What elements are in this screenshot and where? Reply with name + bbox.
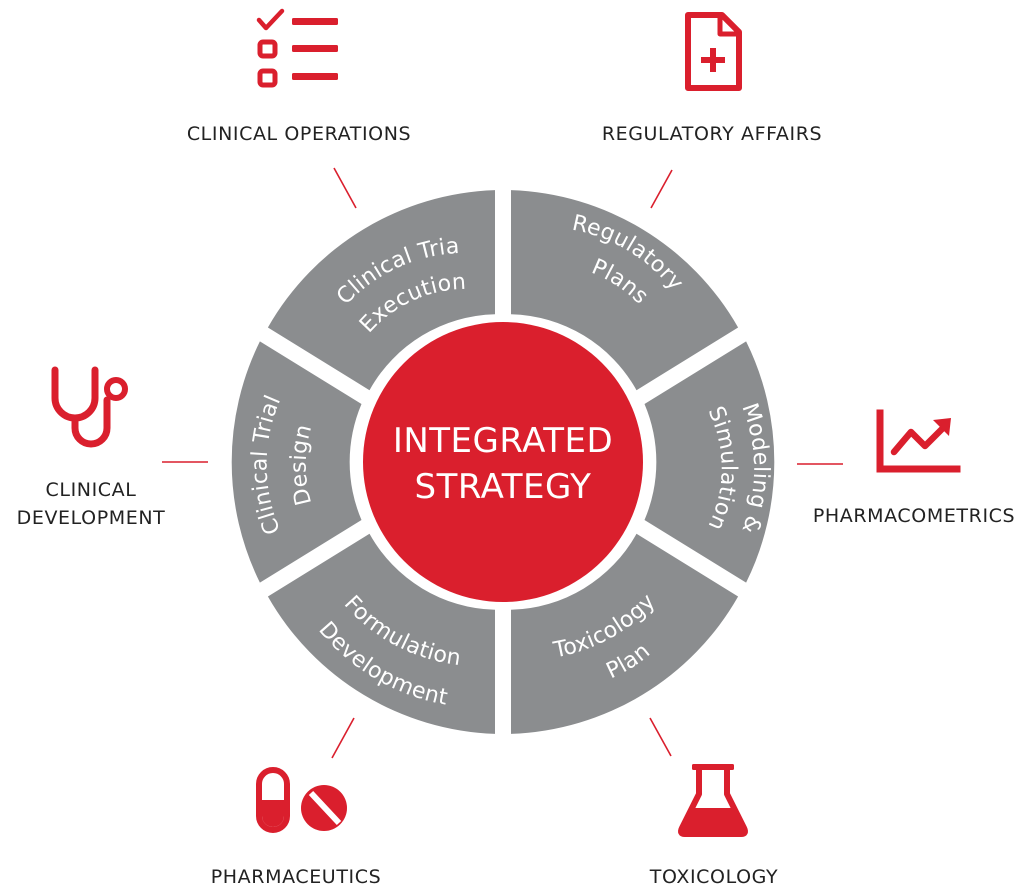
label-clinical-development-line2: DEVELOPMENT: [17, 507, 166, 529]
label-toxicology: TOXICOLOGY: [649, 866, 778, 887]
connector-regulatory-affairs: [650, 169, 673, 209]
center-hub[interactable]: [363, 322, 643, 602]
connector-toxicology: [649, 717, 672, 757]
pills-icon: [256, 767, 347, 833]
center-title-line2: STRATEGY: [415, 467, 592, 507]
label-clinical-operations: CLINICAL OPERATIONS: [187, 123, 411, 145]
label-pharmacometrics: PHARMACOMETRICS: [813, 505, 1015, 527]
segment-clinical-trial-design[interactable]: [231, 341, 362, 583]
segment-regulatory-plans[interactable]: [511, 190, 739, 391]
checklist-icon: [256, 8, 338, 88]
flask-icon: [678, 764, 748, 837]
label-regulatory-affairs: REGULATORY AFFAIRS: [602, 123, 822, 145]
stethoscope-icon: [51, 366, 128, 448]
trend-chart-icon: [876, 409, 961, 473]
segment-clinical-trial-execution[interactable]: [267, 190, 495, 391]
segment-modeling-simulation[interactable]: [644, 341, 775, 583]
medical-document-icon: [685, 12, 742, 91]
connector-clinical-operations: [333, 167, 357, 209]
segment-label-clinical-trial-execution: Clinical Trial: [0, 0, 460, 310]
segment-toxicology-plan[interactable]: [511, 533, 739, 734]
segment-formulation-development[interactable]: [267, 533, 495, 734]
label-pharmaceutics: PHARMACEUTICS: [211, 866, 382, 887]
connector-pharmaceutics: [331, 717, 355, 759]
center-title-line1: INTEGRATED: [393, 421, 613, 461]
label-clinical-development-line1: CLINICAL: [46, 479, 137, 501]
